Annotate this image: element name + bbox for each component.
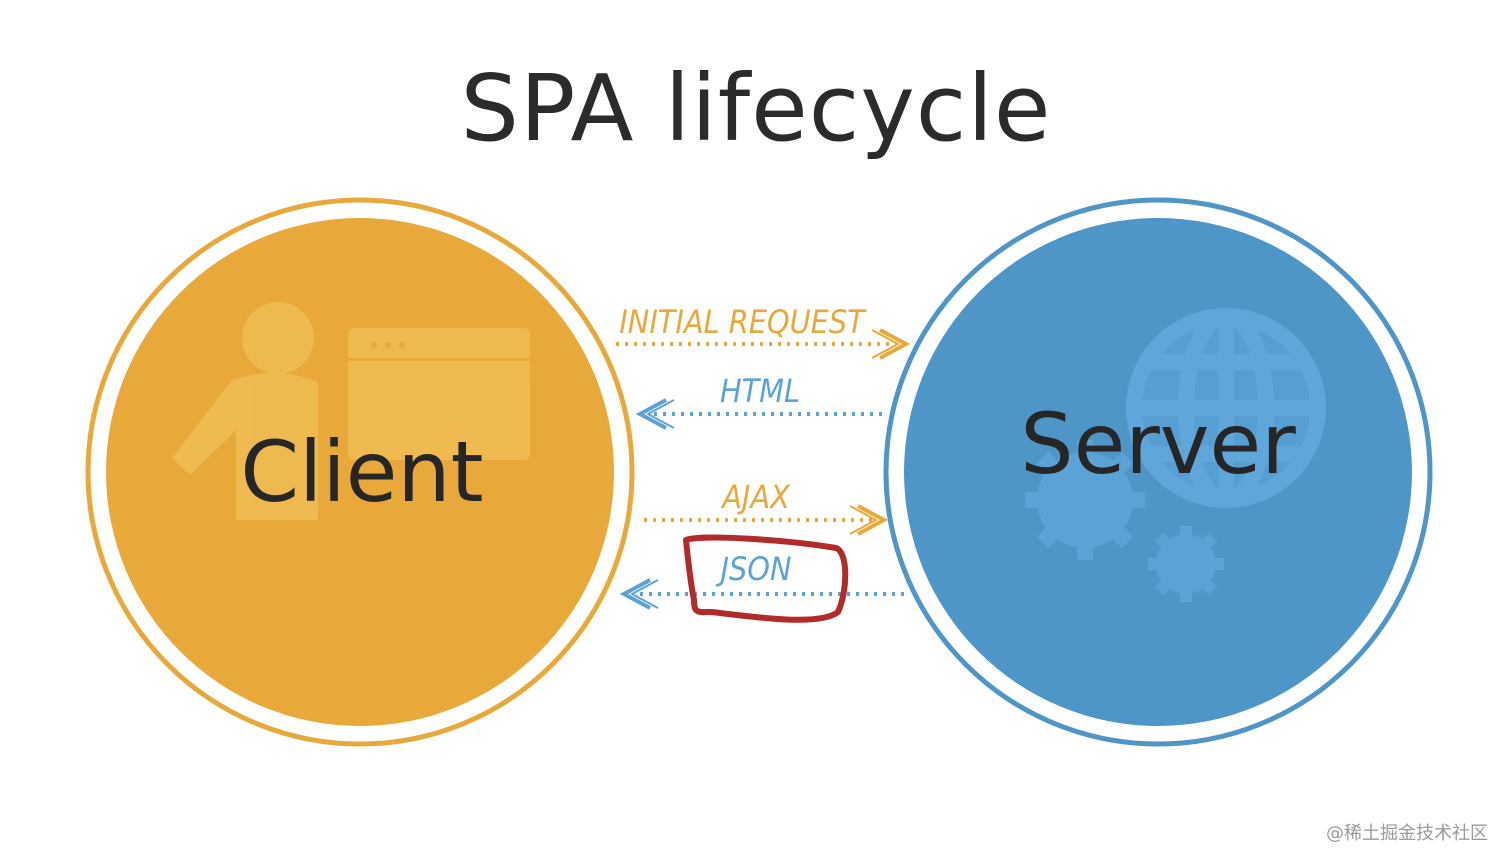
arrow-right-icon [879,328,911,360]
page-title: SPA lifecycle [460,55,1052,162]
server-label: Server [1020,395,1296,493]
user-with-window-icon [172,302,530,520]
arrow-left-icon [619,578,651,610]
flow-label-ajax: AJAX [720,478,791,516]
flow-label-html: HTML [720,372,800,410]
flow-initial-request: INITIAL REQUEST [616,303,911,360]
flow-ajax: AJAX [644,478,889,536]
flow-label-initial-request: INITIAL REQUEST [619,303,867,341]
watermark: @稀土掘金技术社区 [1326,823,1488,844]
small-gear-icon [1148,526,1224,602]
arrow-left-icon [635,398,667,430]
globe-icon [1126,308,1326,508]
flow-label-json: JSON [716,550,792,588]
flow-json: JSON [619,550,904,610]
client-node: Client [85,197,635,747]
json-highlight-circle [683,534,849,623]
flow-html: HTML [635,372,884,430]
arrow-right-icon [857,504,889,536]
gear-icon [1025,440,1145,560]
client-label: Client [240,423,483,521]
server-node: Server [883,197,1433,747]
